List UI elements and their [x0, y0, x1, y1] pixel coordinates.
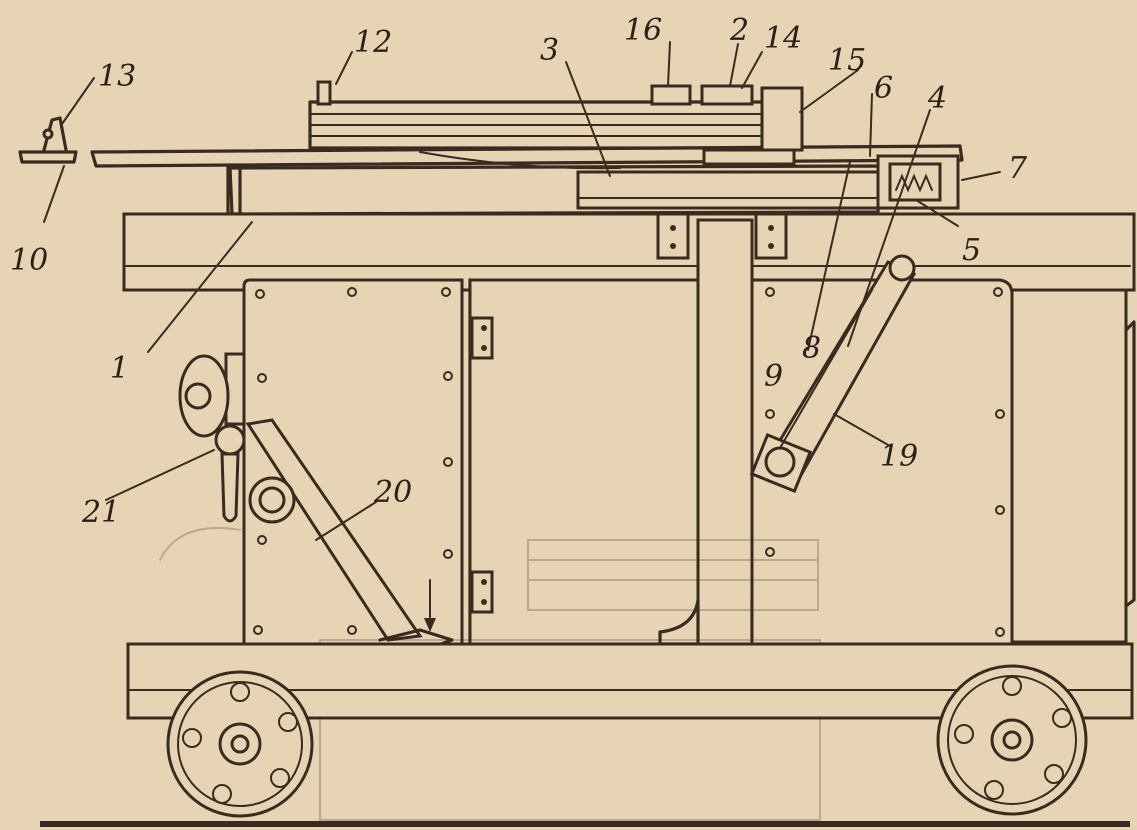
worktable [18, 80, 964, 216]
label-8: 8 [802, 331, 821, 366]
label-4: 4 [927, 81, 947, 116]
label-1: 1 [110, 351, 129, 386]
lever-20 [245, 418, 454, 650]
label-5: 5 [962, 233, 981, 268]
label-10: 10 [10, 243, 48, 278]
label-13: 13 [98, 59, 136, 94]
wheel-right [936, 664, 1088, 816]
label-12: 12 [354, 25, 392, 60]
label-21: 21 [81, 495, 120, 530]
label-19: 19 [880, 439, 918, 474]
label-7: 7 [1008, 151, 1028, 186]
label-6: 6 [874, 71, 893, 106]
label-20: 20 [373, 475, 412, 510]
handwheel-21 [178, 352, 246, 523]
wheel-left [166, 670, 314, 818]
label-3: 3 [540, 33, 559, 68]
label-9: 9 [764, 359, 783, 394]
leader-lines [43, 41, 1001, 541]
part-labels: 13 10 12 3 16 2 14 15 6 4 7 5 1 8 9 19 2… [10, 13, 1028, 530]
label-15: 15 [828, 43, 866, 78]
body-frame [159, 218, 1136, 821]
label-16: 16 [624, 13, 662, 48]
label-14: 14 [764, 21, 802, 56]
label-2: 2 [729, 13, 749, 48]
lever-19 [749, 254, 917, 494]
